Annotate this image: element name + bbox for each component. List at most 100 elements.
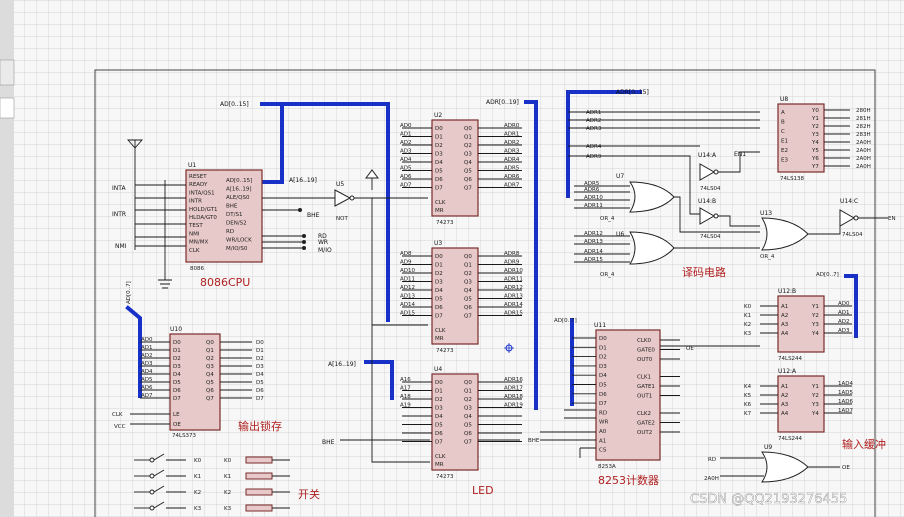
u11-in-1: D1 (599, 345, 607, 351)
u11-out-7: GATE2 (637, 421, 655, 427)
switch-lever-3[interactable] (153, 501, 165, 509)
u11-out-8: OUT2 (637, 430, 652, 436)
u10-in-0: D0 (173, 340, 181, 346)
u12b-pins-pin-a-1: A2 (781, 313, 788, 319)
gate-u13-or4[interactable]: U13 OR_4 (760, 210, 809, 260)
u12b-pins-out-label-2: AD2 (838, 319, 850, 325)
u3-pins-out-7: Q7 (464, 314, 472, 320)
watermark: CSDN @QQ2193276455 (690, 492, 847, 507)
u1-pin-r-7: WR/LOCK (226, 238, 252, 244)
u1-pin-r-0: AD[0..15] (226, 178, 252, 184)
left-panel-item[interactable] (0, 97, 15, 119)
en-label: EN (888, 216, 896, 222)
u3-pins-in-2: D2 (435, 271, 443, 277)
chip-u1-8086[interactable]: U1 8086 8086CPU RESETREADYINTA/QS1INTRHO… (185, 162, 263, 289)
u2-pins-out-label-2: ADR2 (504, 140, 519, 146)
switch-contact-3[interactable] (149, 505, 155, 511)
input-buffer-label: 输入缓冲 (842, 437, 886, 451)
u8-in-1: B (781, 120, 785, 126)
gate-u14a-not[interactable]: U14:A 74LS04 (698, 152, 721, 192)
u12b-ref: U12:B (778, 288, 796, 295)
u12a-pins-out-label-1: 1AD5 (838, 390, 853, 396)
u3-pins-in-label-0: AD8 (400, 251, 412, 257)
gate-u9[interactable]: U9 RD 2A0H OE (704, 444, 850, 483)
u8-part: 74LS138 (780, 176, 805, 182)
u2-pins-out-6: Q6 (464, 177, 472, 183)
resistor-0[interactable] (245, 456, 273, 464)
resistor-1[interactable] (245, 472, 273, 480)
u4-pins-in-label-1: A17 (400, 386, 411, 392)
u3-pins-in-label-7: AD15 (400, 311, 415, 317)
u12a-pins-pin-y-3: Y4 (811, 411, 819, 417)
switch-lever-0[interactable] (153, 453, 165, 461)
switch-lever-2[interactable] (153, 485, 165, 493)
u10-caption: 输出锁存 (238, 419, 282, 433)
gate-u6-or4[interactable]: U6 OR_4 (600, 231, 675, 278)
u1-pin-intr: INTR (189, 199, 202, 205)
switch-lever-1[interactable] (153, 469, 165, 477)
u10-out-7: Q7 (206, 396, 214, 402)
gate-u14b-not[interactable]: U14:B 74LS04 (698, 198, 721, 240)
u2-pins-in-3: D3 (435, 152, 443, 158)
u2-pins-out-label-7: ADR7 (504, 183, 520, 189)
u10-out-label-1: D1 (256, 348, 264, 354)
svg-text:ADR11: ADR11 (584, 203, 603, 209)
u10-in-2: D2 (173, 356, 181, 362)
chip-u3-74273[interactable]: U3 74273 D0AD8D1AD9D2AD10D3AD11D4AD12D5A… (400, 240, 523, 354)
u11-out-5: OUT1 (637, 394, 652, 400)
u10-in-4: D4 (173, 372, 181, 378)
gate-u5-not[interactable]: U5 NOT (334, 169, 430, 463)
switch-contact-1[interactable] (149, 473, 155, 479)
u12b-pins-out-label-3: AD3 (838, 328, 850, 334)
bus-adr-label: ADR[0..19] (486, 99, 519, 106)
u8-in-0: A (781, 110, 785, 116)
u3-pins-out-label-6: ADR14 (504, 302, 523, 308)
u12b-part: 74LS244 (778, 356, 803, 362)
u8-out-2: Y2 (811, 124, 819, 130)
switch-contact-0[interactable] (149, 457, 155, 463)
u1-pin-r-1: A[16..19] (226, 187, 252, 193)
bus-lines (125, 90, 858, 410)
svg-text:ADR9: ADR9 (586, 154, 602, 160)
u4-pins-ctl-0: CLK (435, 454, 446, 460)
u11-in-6: D6 (599, 392, 607, 398)
gate-u7-or4[interactable]: U7 OR_4 (600, 173, 675, 222)
u12b-pins-pin-y-0: Y1 (811, 304, 819, 310)
u3-pins-out-label-3: ADR11 (504, 277, 523, 283)
u14a-part: 74LS04 (700, 186, 721, 192)
switch-key-out-2: K2 (224, 490, 231, 496)
u10-out-4: Q4 (206, 372, 214, 378)
u1-pin-r-8: M/IO/S0 (226, 246, 248, 252)
chip-u10-74ls373[interactable]: U10 74LS373 输出锁存 D0AD0D1AD1D2AD2D3AD3D4A… (112, 281, 282, 439)
switch-contact-2[interactable] (149, 489, 155, 495)
u2-pins-out-2: Q2 (464, 143, 472, 149)
u4-pins-out-label-0: ADR16 (504, 377, 523, 383)
chip-u2-74273[interactable]: U2 74273 D0AD0D1AD1D2AD2D3AD3D4AD4D5AD5D… (400, 112, 522, 226)
u4-pins-in-label-2: A18 (400, 394, 411, 400)
u10-out-label-3: D3 (256, 364, 264, 370)
nmi-label: NMI (115, 243, 127, 250)
chip-u11-8253[interactable]: U11 8253A 8253计数器 D0D1D2D3D4D5D6D7RDWRA0… (554, 318, 680, 487)
resistor-2[interactable] (245, 488, 273, 496)
switch-key-0: K0 (194, 458, 202, 464)
u12a-pins-in-label-1: K5 (744, 393, 752, 399)
u10-out-5: Q5 (206, 380, 214, 386)
u3-pins-in-label-3: AD11 (400, 277, 415, 283)
u10-in-7: D7 (173, 396, 181, 402)
decode-label: 译码电路 (682, 266, 726, 279)
gate-u14c-not[interactable]: U14:C 74LS04 EN (839, 198, 896, 238)
left-panel-tab[interactable] (0, 59, 15, 86)
u10-in-label-2: AD2 (141, 353, 153, 359)
bhe-wire: BHE BHE (322, 438, 540, 446)
resistor-3[interactable] (245, 504, 273, 512)
svg-text:RD: RD (708, 457, 716, 463)
u12b-pins-pin-y-3: Y4 (811, 331, 819, 337)
u2-pins-out-7: Q7 (464, 186, 472, 192)
u11-out-6: CLK2 (637, 411, 651, 417)
